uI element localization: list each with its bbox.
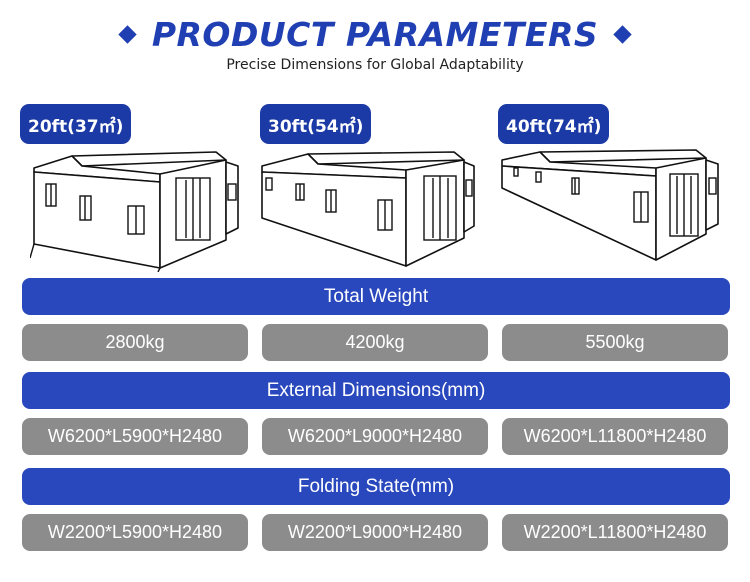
- container-house-20ft-image: [30, 151, 239, 272]
- container-house-40ft-image: [501, 149, 719, 261]
- diamond-left-icon: [118, 24, 137, 44]
- external-dimensions-20ft-value: W6200*L5900*H2480: [22, 418, 248, 455]
- folding-state-40ft-value: W2200*L11800*H2480: [502, 514, 728, 551]
- weight-20ft-value: 2800kg: [22, 324, 248, 361]
- size-badge-30ft: 30ft(54㎡): [260, 104, 372, 144]
- weight-40ft-value: 5500kg: [502, 324, 728, 361]
- diamond-right-icon: [613, 24, 632, 44]
- page-title: PRODUCT PARAMETERS: [151, 14, 599, 54]
- page-subtitle: Precise Dimensions for Global Adaptabili…: [226, 57, 524, 73]
- section-header-total-weight: Total Weight: [22, 278, 730, 315]
- external-dimensions-30ft-value: W6200*L9000*H2480: [262, 418, 488, 455]
- section-header-folding-state: Folding State(mm): [22, 468, 730, 505]
- container-house-30ft-image: [261, 151, 475, 267]
- folding-state-20ft-value: W2200*L5900*H2480: [22, 514, 248, 551]
- external-dimensions-40ft-value: W6200*L11800*H2480: [502, 418, 728, 455]
- section-header-external-dimensions: External Dimensions(mm): [22, 372, 730, 409]
- folding-state-30ft-value: W2200*L9000*H2480: [262, 514, 488, 551]
- weight-30ft-value: 4200kg: [262, 324, 488, 361]
- page-header: PRODUCT PARAMETERS: [0, 12, 750, 56]
- size-badge-20ft: 20ft(37㎡): [20, 104, 132, 144]
- size-badge-40ft: 40ft(74㎡): [498, 104, 610, 144]
